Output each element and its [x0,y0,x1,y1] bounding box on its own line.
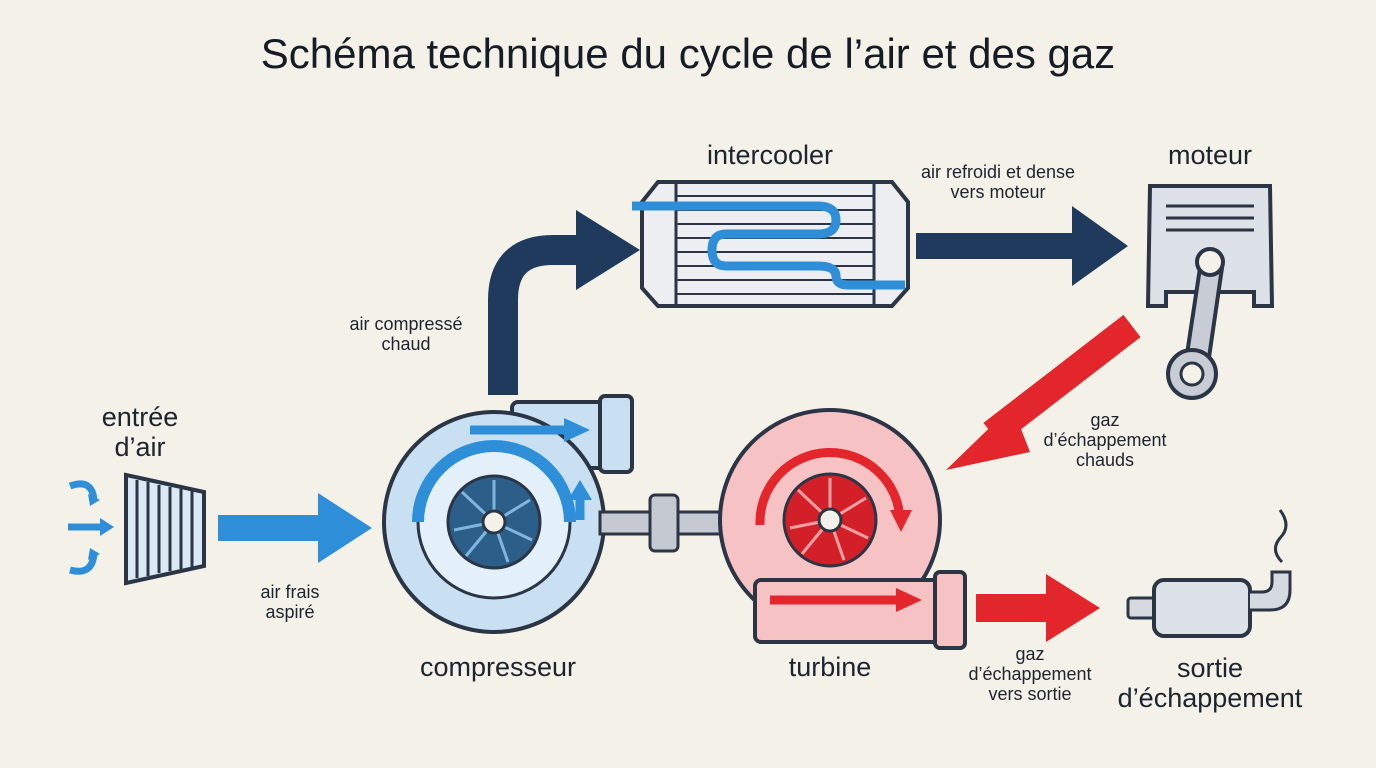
cooled-air-label-line1: air refroidi et dense [920,162,1076,182]
fresh-air-label-line1: air frais [260,582,320,602]
exhaust-to-outlet-label-line1: gaz [1015,644,1045,664]
exhaust-to-outlet-label-line2: d’échappement [968,664,1092,685]
hot-compressed-air-label-line1: air compressé [349,314,463,334]
intercooler-icon [632,180,910,308]
exhaust-outlet-label-line2: d’échappement [1117,683,1303,714]
cooled-air-arrow [916,206,1128,286]
fresh-air-label: air frais aspiré [220,582,360,622]
air-intake-label-line1: entrée [101,402,179,432]
shaft-icon [598,493,742,553]
air-filter-icon [68,472,206,586]
compressor-icon [382,394,634,634]
exhaust-to-outlet-arrow [976,574,1100,642]
air-intake-label: entrée d’air [80,402,200,462]
hot-compressed-air-label: air compressé chaud [326,314,486,354]
exhaust-outlet-label-line1: sortie [1176,653,1244,683]
exhaust-to-outlet-label: gaz d’échappement vers sortie [950,644,1110,704]
hot-exhaust-label-line1: gaz [1090,410,1120,430]
engine-piston-icon [1145,184,1275,400]
intercooler-label: intercooler [706,140,834,170]
exhaust-outlet-label: sortie d’échappement [1100,653,1320,713]
fresh-air-arrow [218,493,372,563]
turbine-label: turbine [788,652,872,682]
cooled-air-label: air refroidi et dense vers moteur [898,162,1098,202]
hot-compressed-air-label-line2: chaud [381,334,431,355]
exhaust-to-outlet-label-line3: vers sortie [988,684,1072,705]
turbine-icon [718,408,967,650]
hot-exhaust-label-line2: d’échappement [1043,430,1167,451]
fresh-air-label-line2: aspiré [265,602,315,623]
hot-exhaust-label: gaz d’échappement chauds [1025,410,1185,470]
muffler-icon [1126,509,1292,638]
compressor-label: compresseur [419,652,577,682]
air-intake-label-line2: d’air [114,432,166,463]
engine-label: moteur [1167,140,1253,170]
hot-compressed-air-arrow [488,210,640,395]
hot-exhaust-arrow [946,314,1141,470]
cooled-air-label-line2: vers moteur [950,182,1046,203]
hot-exhaust-label-line3: chauds [1075,450,1135,471]
page-title: Schéma technique du cycle de l’air et de… [260,30,1116,77]
